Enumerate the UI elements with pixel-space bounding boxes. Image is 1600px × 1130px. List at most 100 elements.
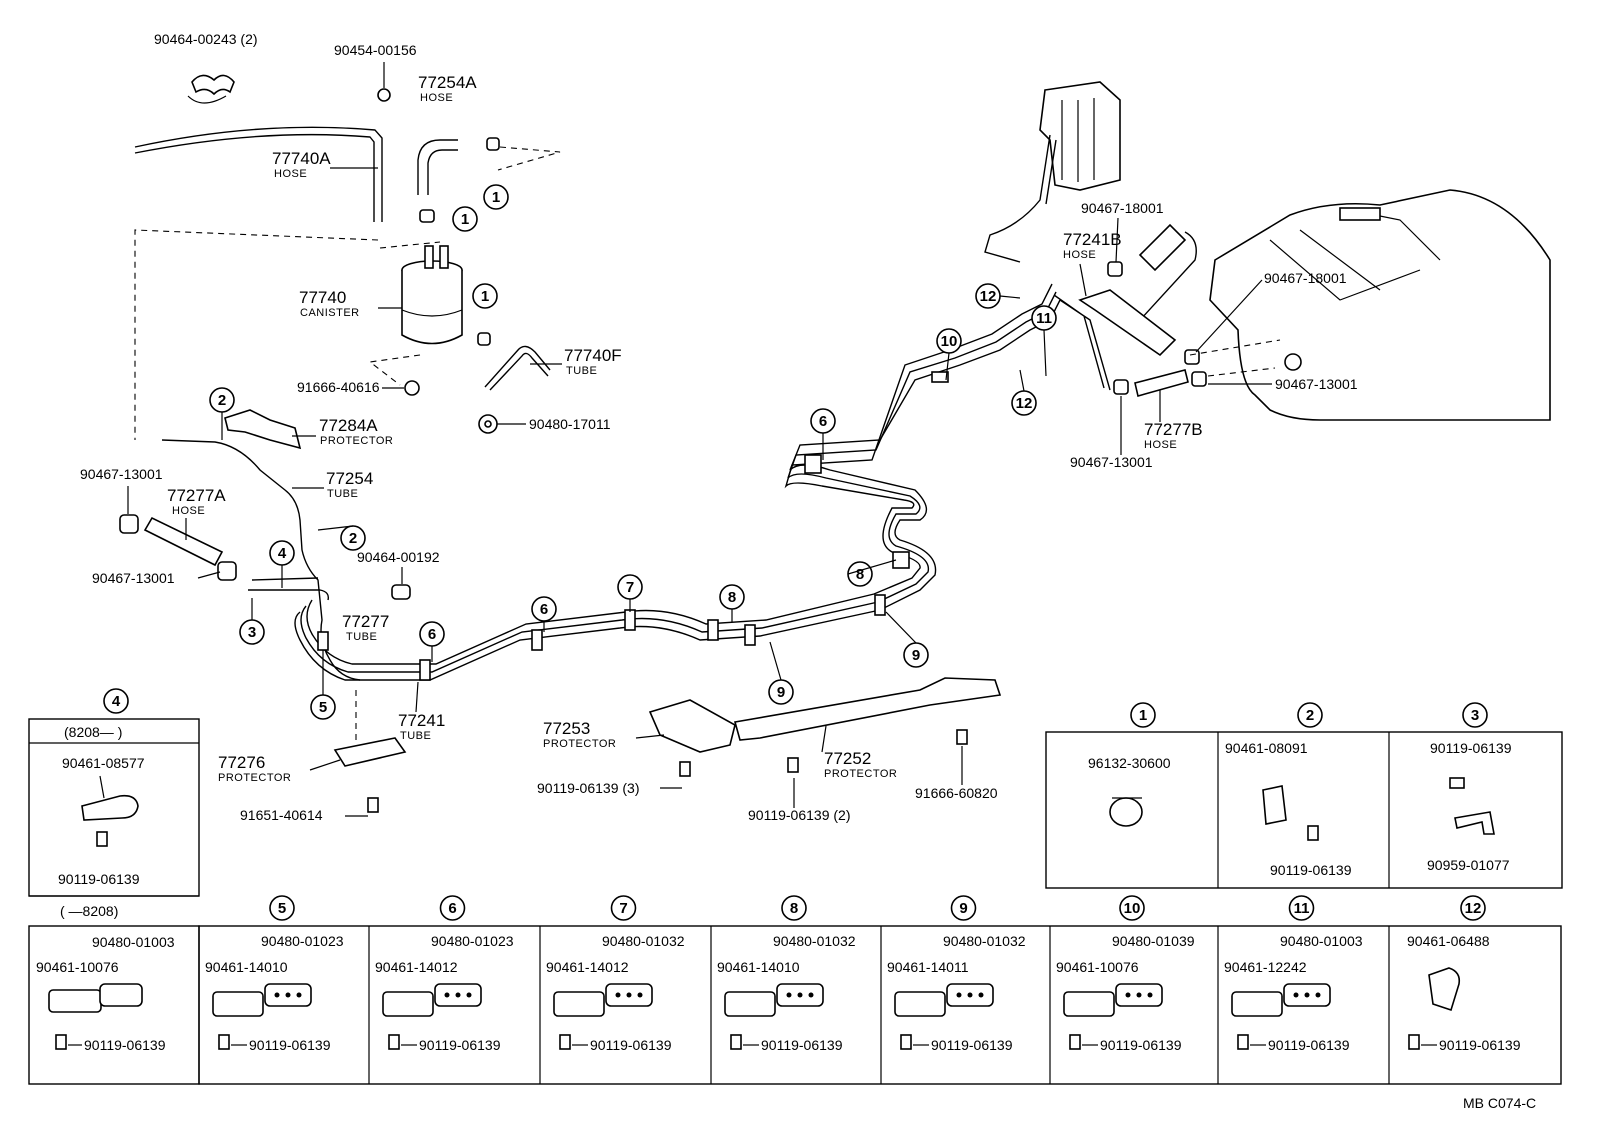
callout-2: 2 <box>209 387 235 413</box>
detail-strip-bottom <box>198 925 1562 1085</box>
part-number: 90480-01032 <box>773 933 856 949</box>
part-number: 90119-06139 <box>761 1037 843 1053</box>
part-name: TUBE <box>346 631 377 643</box>
callout-8: 8 <box>847 561 873 587</box>
hose-clamp-icon <box>486 137 500 151</box>
tube-clamp-icon <box>804 454 822 474</box>
part-number: 90461-14012 <box>546 959 629 975</box>
callout-marker <box>1288 895 1315 921</box>
part-number: 77241 <box>398 711 445 730</box>
part-name: CANISTER <box>300 307 360 319</box>
bolt-icon <box>1307 825 1319 841</box>
cushion-hole <box>444 992 450 998</box>
part-number: 77241B <box>1063 230 1122 249</box>
dashed-guide <box>368 354 421 386</box>
bolt-icon <box>96 831 108 847</box>
detail-cell-4b: 90480-01003 90461-10076 90119-06139 <box>36 934 175 1053</box>
canister-nozzle <box>424 245 434 269</box>
leader-line <box>821 725 827 753</box>
cushion-hole <box>797 992 803 998</box>
part-number: 90119-06139 <box>419 1037 501 1053</box>
part-number: 90119-06139 (2) <box>748 807 850 823</box>
part-name: TUBE <box>327 488 358 500</box>
part-number: 90119-06139 <box>1270 862 1352 878</box>
cushion-hole <box>1125 992 1131 998</box>
cushion-hole <box>1147 992 1153 998</box>
part-number: 90461-14010 <box>717 959 800 975</box>
bracket-icon <box>1454 811 1495 835</box>
bolt-icon <box>730 1034 742 1050</box>
leader-line <box>309 759 341 771</box>
leader-line <box>415 681 419 713</box>
protector-77276-icon <box>333 737 407 767</box>
detail-box-4: 4 (8208— ) 90461-08577 90119-06139 ( —82… <box>28 688 200 1085</box>
part-number: 77253 <box>543 719 590 738</box>
part-name: PROTECTOR <box>824 768 897 780</box>
hose-77740a-icon <box>134 126 383 222</box>
part-number: 90461-14012 <box>375 959 458 975</box>
svg-text:2: 2 <box>349 530 357 547</box>
part-number: 77276 <box>218 753 265 772</box>
hose-77277b-icon <box>1134 369 1189 397</box>
tube-clamp-icon <box>874 594 886 616</box>
callout-6: 6 <box>531 596 557 622</box>
svg-text:1: 1 <box>461 211 469 228</box>
bracket-ribs <box>1061 98 1095 182</box>
svg-text:3: 3 <box>1471 707 1479 724</box>
tube-clamp-icon <box>892 551 910 569</box>
canister-band <box>401 309 463 317</box>
bolt-icon <box>787 757 799 773</box>
dashed-guide <box>134 229 441 440</box>
detail-strip-cells: 590480-0102390461-1401090119-06139690480… <box>205 895 1521 1053</box>
fuel-tank-icon <box>1209 189 1551 421</box>
svg-text:7: 7 <box>626 579 634 596</box>
svg-text:8: 8 <box>856 566 864 583</box>
canister-nozzle <box>439 245 449 269</box>
svg-text:8: 8 <box>728 589 736 606</box>
cushion-hole <box>455 992 461 998</box>
part-number: 90461-10076 <box>36 959 119 975</box>
part-number: 90461-14010 <box>205 959 288 975</box>
bolt-icon <box>218 1034 230 1050</box>
cushion-hole <box>285 992 291 998</box>
cushion-hole <box>274 992 280 998</box>
cushion-hole <box>786 992 792 998</box>
canister-assembly <box>134 62 561 440</box>
callout-1: 1 <box>472 283 498 309</box>
part-number: 90119-06139 <box>58 871 140 887</box>
part-name: HOSE <box>172 505 205 517</box>
part-name: HOSE <box>420 92 453 104</box>
svg-text:4: 4 <box>278 545 287 562</box>
bracket-icon <box>1039 81 1121 191</box>
part-number: 90119-06139 <box>1268 1037 1350 1053</box>
bolt-icon <box>404 380 420 396</box>
detail-cell-1: 1 96132-30600 <box>1088 702 1171 827</box>
detail-cell-2: 2 90461-08091 90119-06139 <box>1225 702 1352 878</box>
callout-markers: 1 1 1 2 2 3 4 5 6 6 6 7 8 8 9 9 10 11 12… <box>209 184 1057 720</box>
svg-text:6: 6 <box>428 626 436 643</box>
bolt-icon <box>1449 777 1465 789</box>
callout-11: 11 <box>1031 305 1057 331</box>
dashed-guide <box>1207 367 1276 377</box>
part-number: 90461-06488 <box>1407 933 1490 949</box>
cushion-hole <box>978 992 984 998</box>
cushion-hole <box>967 992 973 998</box>
part-number: 90467-18001 <box>1264 270 1347 286</box>
callout-number: 11 <box>1294 900 1310 917</box>
clamp-icon <box>382 991 434 1017</box>
svg-text:6: 6 <box>540 601 548 618</box>
part-number: 90119-06139 <box>84 1037 166 1053</box>
clip-icon <box>81 794 139 821</box>
fuel-tank-assembly <box>984 81 1551 421</box>
clamp-base <box>187 95 227 104</box>
leader-line <box>99 775 105 799</box>
part-number: 90461-12242 <box>1224 959 1307 975</box>
tube-end-icon <box>1053 294 1111 391</box>
hose-clamp-icon <box>1191 371 1207 387</box>
tube-77241-icon <box>306 283 1053 665</box>
filter-line-icon <box>1139 231 1197 346</box>
part-number: 77277B <box>1144 420 1203 439</box>
cushion-hole <box>1293 992 1299 998</box>
part-number: 90480-01003 <box>1280 933 1363 949</box>
callout-number: 8 <box>790 900 798 917</box>
